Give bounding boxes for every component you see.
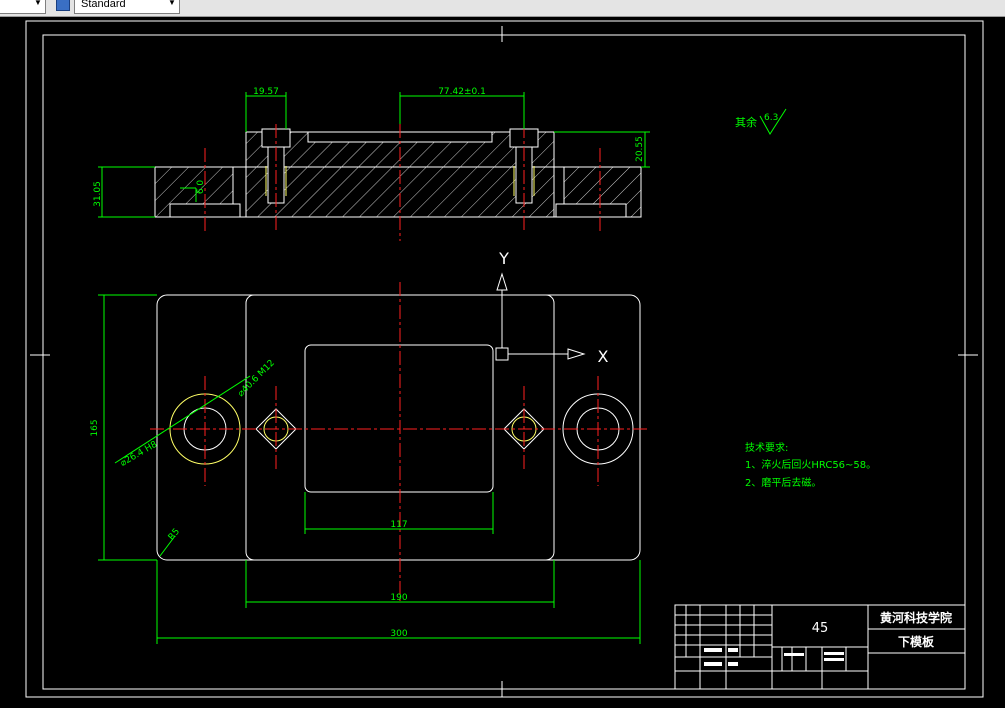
- drawing-svg: 19.57 77.42±0.1 31.05 20.55 6.0: [25, 20, 984, 698]
- section-right-recess: [555, 203, 627, 218]
- sheet-border: [25, 20, 984, 698]
- title-part-name: 下模板: [898, 634, 935, 649]
- section-view: [154, 124, 642, 241]
- plan-view: [150, 282, 650, 601]
- notes-title: 技术要求:: [745, 441, 788, 454]
- layer-dropdown[interactable]: ▼: [0, 0, 46, 14]
- plan-dimensions: [98, 294, 641, 644]
- frame-border: [42, 34, 966, 690]
- title-block: [674, 604, 966, 690]
- dim-diag2: ⌀26.4 H8: [119, 440, 160, 469]
- title-school: 黄河科技学院: [880, 610, 952, 625]
- dim-pocket: 117: [390, 520, 407, 530]
- toolbar: ▼ Standard ▼: [0, 0, 1005, 17]
- pocket-outline: [304, 344, 494, 493]
- title-material: 45: [812, 621, 829, 636]
- dim-inner: 190: [390, 593, 407, 603]
- dim-top-center: 77.42±0.1: [438, 87, 486, 97]
- roughness-label: 其余: [735, 115, 757, 129]
- dim-right-height: 20.55: [635, 136, 645, 162]
- plan-center-lines: [150, 282, 650, 601]
- ucs-icon: [495, 272, 586, 361]
- section-center-lines: [204, 124, 601, 241]
- roughness-symbol: 其余 6.3: [735, 108, 787, 135]
- roughness-value: 6.3: [764, 113, 778, 123]
- x-axis-label: X: [598, 347, 609, 366]
- y-axis-label: Y: [498, 249, 509, 268]
- center-marks: [30, 26, 978, 697]
- dim-height: 165: [90, 419, 100, 436]
- dim-top-width: 19.57: [253, 87, 279, 97]
- text-style-value: Standard: [81, 0, 126, 10]
- dim-overall: 300: [390, 629, 407, 639]
- dim-diag1: ⌀40.6 M12: [236, 358, 277, 399]
- thread-marks: [265, 166, 535, 196]
- notes-line1: 1、淬火后回火HRC56~58。: [745, 458, 876, 471]
- chevron-down-icon: ▼: [168, 0, 176, 7]
- title-block-fills: [704, 648, 844, 666]
- dim-small: 6.0: [196, 180, 206, 195]
- dim-left-height: 31.05: [93, 181, 103, 207]
- chevron-down-icon: ▼: [34, 0, 42, 7]
- text-style-icon[interactable]: [56, 0, 70, 11]
- section-dimensions: [98, 92, 650, 218]
- text-style-dropdown[interactable]: Standard ▼: [74, 0, 180, 14]
- notes-line2: 2、磨平后去磁。: [745, 476, 821, 489]
- drawing-canvas[interactable]: 19.57 77.42±0.1 31.05 20.55 6.0: [0, 16, 1005, 703]
- dim-corner: R5: [167, 527, 182, 543]
